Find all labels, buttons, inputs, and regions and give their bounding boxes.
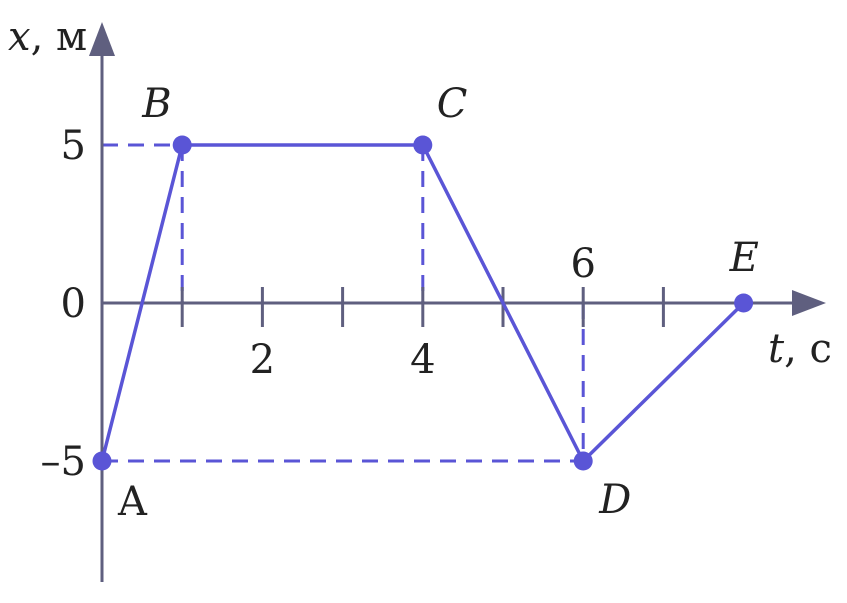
point-d-label: D [598,477,631,523]
x-axis-label: t, с [768,326,832,372]
dashed-guides [102,143,585,463]
point-a-label: A [117,479,148,525]
x-axis-unit: с [810,326,832,372]
y-axis-arrow-icon [89,22,115,56]
x-axis-variable: t [768,326,785,372]
y-tick-label-neg5: –5 [41,439,86,485]
y-axis-separator: , [31,14,56,60]
x-tick-label-4: 4 [410,337,435,383]
x-axis-arrow-icon [792,290,826,316]
points [92,135,754,471]
point-b-marker [172,135,192,155]
y-tick-label-0: 0 [61,281,86,327]
y-axis-variable: x [8,14,31,60]
x-tick-label-2: 2 [250,337,275,383]
point-d-marker [573,451,593,471]
point-a-marker [92,451,112,471]
y-tick-label-5: 5 [61,123,86,169]
x-axis-separator: , [784,326,809,372]
x-ticks [180,287,665,327]
point-b-label: B [141,81,171,127]
y-axis-unit: м [56,14,87,60]
axes [89,22,826,582]
point-c-marker [413,135,433,155]
y-axis-label: x, м [8,14,87,60]
labels: x, м t, с A B C D E 2 4 6 5 0 –5 [8,14,832,525]
point-e-marker [734,293,754,313]
point-e-label: E [729,235,759,281]
point-c-label: C [437,81,468,127]
x-tick-label-6: 6 [570,241,595,287]
